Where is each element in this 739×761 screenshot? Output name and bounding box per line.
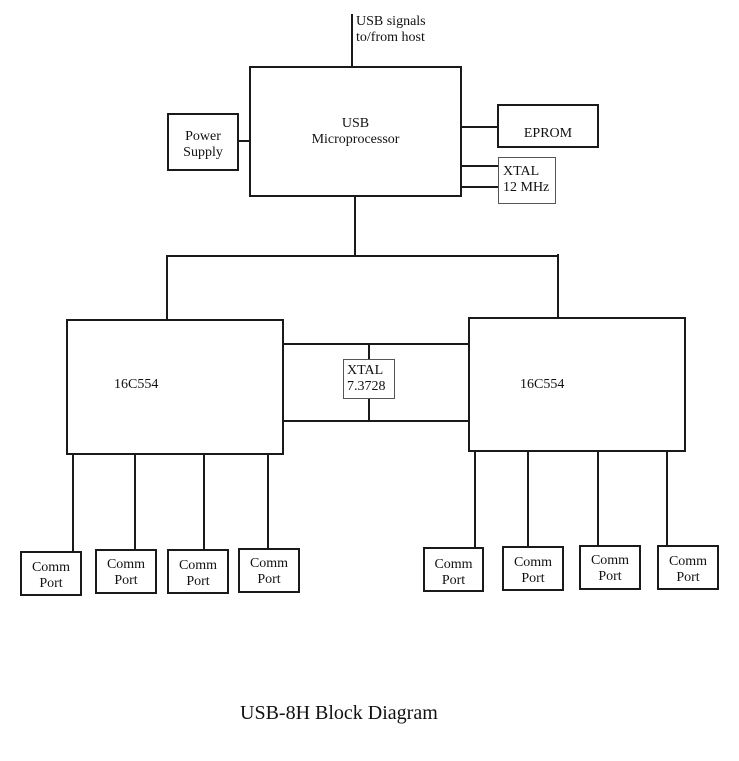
bus-to-left-uart-line <box>166 256 168 320</box>
comm-drop-line <box>474 449 476 549</box>
xtal-7-3728-label: XTAL 7.3728 <box>347 363 386 394</box>
uart-right-label: 16C554 <box>520 377 565 392</box>
power-supply-block: Power Supply <box>167 113 239 171</box>
xtal-uart-bottom-stub <box>368 398 370 421</box>
uart-left-label: 16C554 <box>114 377 159 392</box>
comm-drop-line <box>597 448 599 548</box>
mcu-to-xtal-line-1 <box>460 165 498 167</box>
comm-port-1: Comm Port <box>20 551 82 596</box>
xtal-12mhz-block: XTAL 12 MHz <box>498 157 556 204</box>
diagram-title: USB-8H Block Diagram <box>240 702 438 724</box>
xtal-uart-top-stub <box>368 344 370 360</box>
comm-drop-line <box>666 448 668 548</box>
host-signal-label: USB signals to/from host <box>356 14 426 45</box>
comm-port-2: Comm Port <box>95 549 157 594</box>
power-to-mcu-line <box>237 140 250 142</box>
comm-port-6: Comm Port <box>502 546 564 591</box>
eprom-block: EPROM <box>497 104 599 148</box>
uart-left-block: 16C554 <box>66 319 284 455</box>
comm-port-5: Comm Port <box>423 547 484 592</box>
comm-drop-line <box>527 448 529 548</box>
power-supply-label: Power Supply <box>183 129 223 160</box>
comm-drop-line <box>134 452 136 552</box>
comm-drop-line <box>203 451 205 551</box>
uart-clock-bottom-line <box>282 420 470 422</box>
bus-horizontal-line <box>166 255 559 257</box>
uart-right-block: 16C554 <box>468 317 686 452</box>
mcu-to-eprom-line <box>460 126 498 128</box>
mcu-to-xtal-line-2 <box>460 186 498 188</box>
usb-microprocessor-label: USB Microprocessor <box>311 116 400 147</box>
usb-microprocessor-block: USB Microprocessor <box>249 66 462 197</box>
xtal-7-3728-block: XTAL 7.3728 <box>343 359 395 399</box>
comm-port-8: Comm Port <box>657 545 719 590</box>
host-usb-line <box>351 14 353 68</box>
mcu-bus-down-line <box>354 196 356 256</box>
bus-to-right-uart-line <box>557 254 559 320</box>
uart-clock-top-line <box>282 343 470 345</box>
comm-port-3: Comm Port <box>167 549 229 594</box>
comm-port-4: Comm Port <box>238 548 300 593</box>
comm-drop-line <box>72 453 74 553</box>
comm-port-7: Comm Port <box>579 545 641 590</box>
comm-drop-line <box>267 450 269 550</box>
xtal-12mhz-label: XTAL 12 MHz <box>503 164 550 195</box>
eprom-label: EPROM <box>523 126 573 141</box>
